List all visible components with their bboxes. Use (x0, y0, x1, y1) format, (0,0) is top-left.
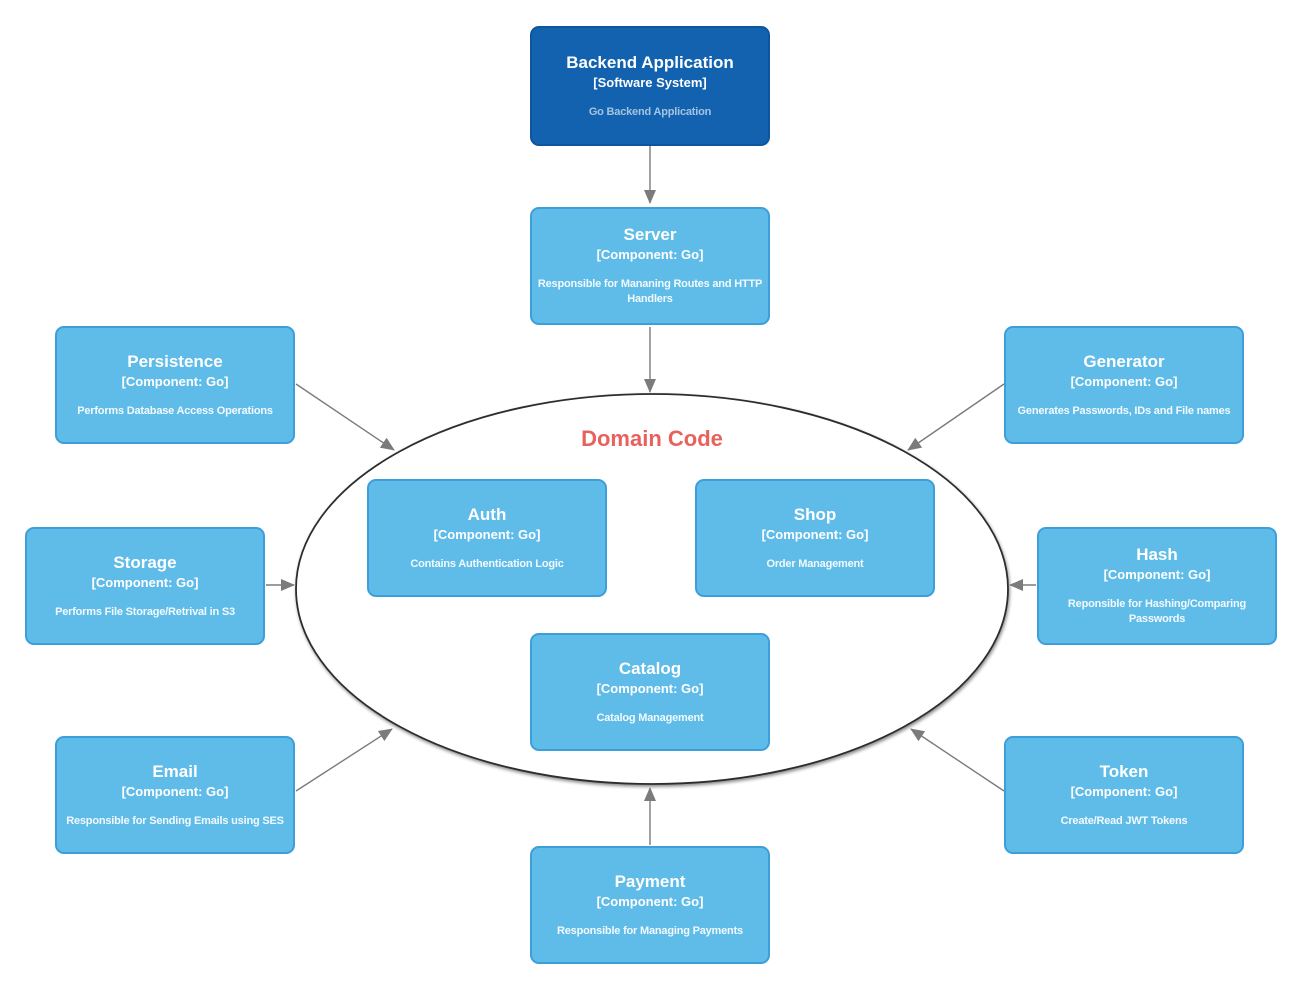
edge-token-to-domain (910, 728, 1005, 792)
node-description: Responsible for Managing Payments (557, 924, 743, 937)
node-title: Email (152, 761, 198, 781)
node-subtitle: [Component: Go] (596, 680, 704, 696)
node-title: Backend Application (566, 52, 734, 72)
node-subtitle: [Component: Go] (596, 247, 704, 262)
node-email: Email [Component: Go] Responsible for Se… (55, 736, 295, 854)
node-title: Hash (1136, 545, 1178, 564)
node-subtitle: [Software System] (593, 74, 707, 90)
node-title: Payment (614, 871, 686, 891)
node-subtitle: [Component: Go] (1070, 783, 1178, 799)
node-shop: Shop [Component: Go] Order Management (695, 479, 935, 597)
node-backend-application: Backend Application [Software System] Go… (530, 26, 770, 146)
node-subtitle: [Component: Go] (121, 373, 229, 389)
node-title: Storage (113, 552, 177, 572)
node-title: Persistence (127, 351, 223, 371)
node-title: Shop (793, 504, 837, 524)
node-hash: Hash [Component: Go] Reponsible for Hash… (1037, 527, 1277, 645)
node-title: Catalog (618, 658, 682, 678)
edge-generator-to-domain (907, 383, 1005, 451)
node-server: Server [Component: Go] Responsible for M… (530, 207, 770, 325)
node-auth: Auth [Component: Go] Contains Authentica… (367, 479, 607, 597)
node-description: Catalog Management (596, 711, 704, 724)
node-subtitle: [Component: Go] (121, 783, 229, 799)
node-subtitle: [Component: Go] (433, 526, 541, 542)
node-storage: Storage [Component: Go] Performs File St… (25, 527, 265, 645)
node-title: Server (623, 225, 677, 244)
node-title: Generator (1083, 351, 1165, 371)
node-description: Performs File Storage/Retrival in S3 (55, 605, 235, 618)
node-token: Token [Component: Go] Create/Read JWT To… (1004, 736, 1244, 854)
node-description: Responsible for Sending Emails using SES (66, 814, 284, 827)
node-subtitle: [Component: Go] (761, 526, 869, 542)
edge-persistence-to-domain (295, 383, 395, 451)
node-subtitle: [Component: Go] (91, 574, 199, 590)
node-description: Performs Database Access Operations (77, 404, 273, 417)
node-payment: Payment [Component: Go] Responsible for … (530, 846, 770, 964)
node-title: Auth (467, 504, 507, 524)
node-subtitle: [Component: Go] (596, 893, 704, 909)
node-description: Generates Passwords, IDs and File names (1017, 404, 1231, 417)
node-description: Go Backend Application (588, 105, 712, 118)
node-subtitle: [Component: Go] (1070, 373, 1178, 389)
node-title: Token (1099, 761, 1149, 781)
domain-code-label: Domain Code (581, 426, 723, 451)
node-persistence: Persistence [Component: Go] Performs Dat… (55, 326, 295, 444)
node-description: Contains Authentication Logic (410, 557, 564, 570)
edge-email-to-domain (295, 728, 393, 792)
node-description: Responsible for Mananing Routes and HTTP… (537, 278, 763, 305)
node-catalog: Catalog [Component: Go] Catalog Manageme… (530, 633, 770, 751)
node-description: Create/Read JWT Tokens (1060, 814, 1188, 827)
node-generator: Generator [Component: Go] Generates Pass… (1004, 326, 1244, 444)
node-description: Order Management (766, 557, 864, 570)
node-subtitle: [Component: Go] (1103, 567, 1211, 582)
node-description: Reponsible for Hashing/Comparing Passwor… (1067, 598, 1247, 625)
